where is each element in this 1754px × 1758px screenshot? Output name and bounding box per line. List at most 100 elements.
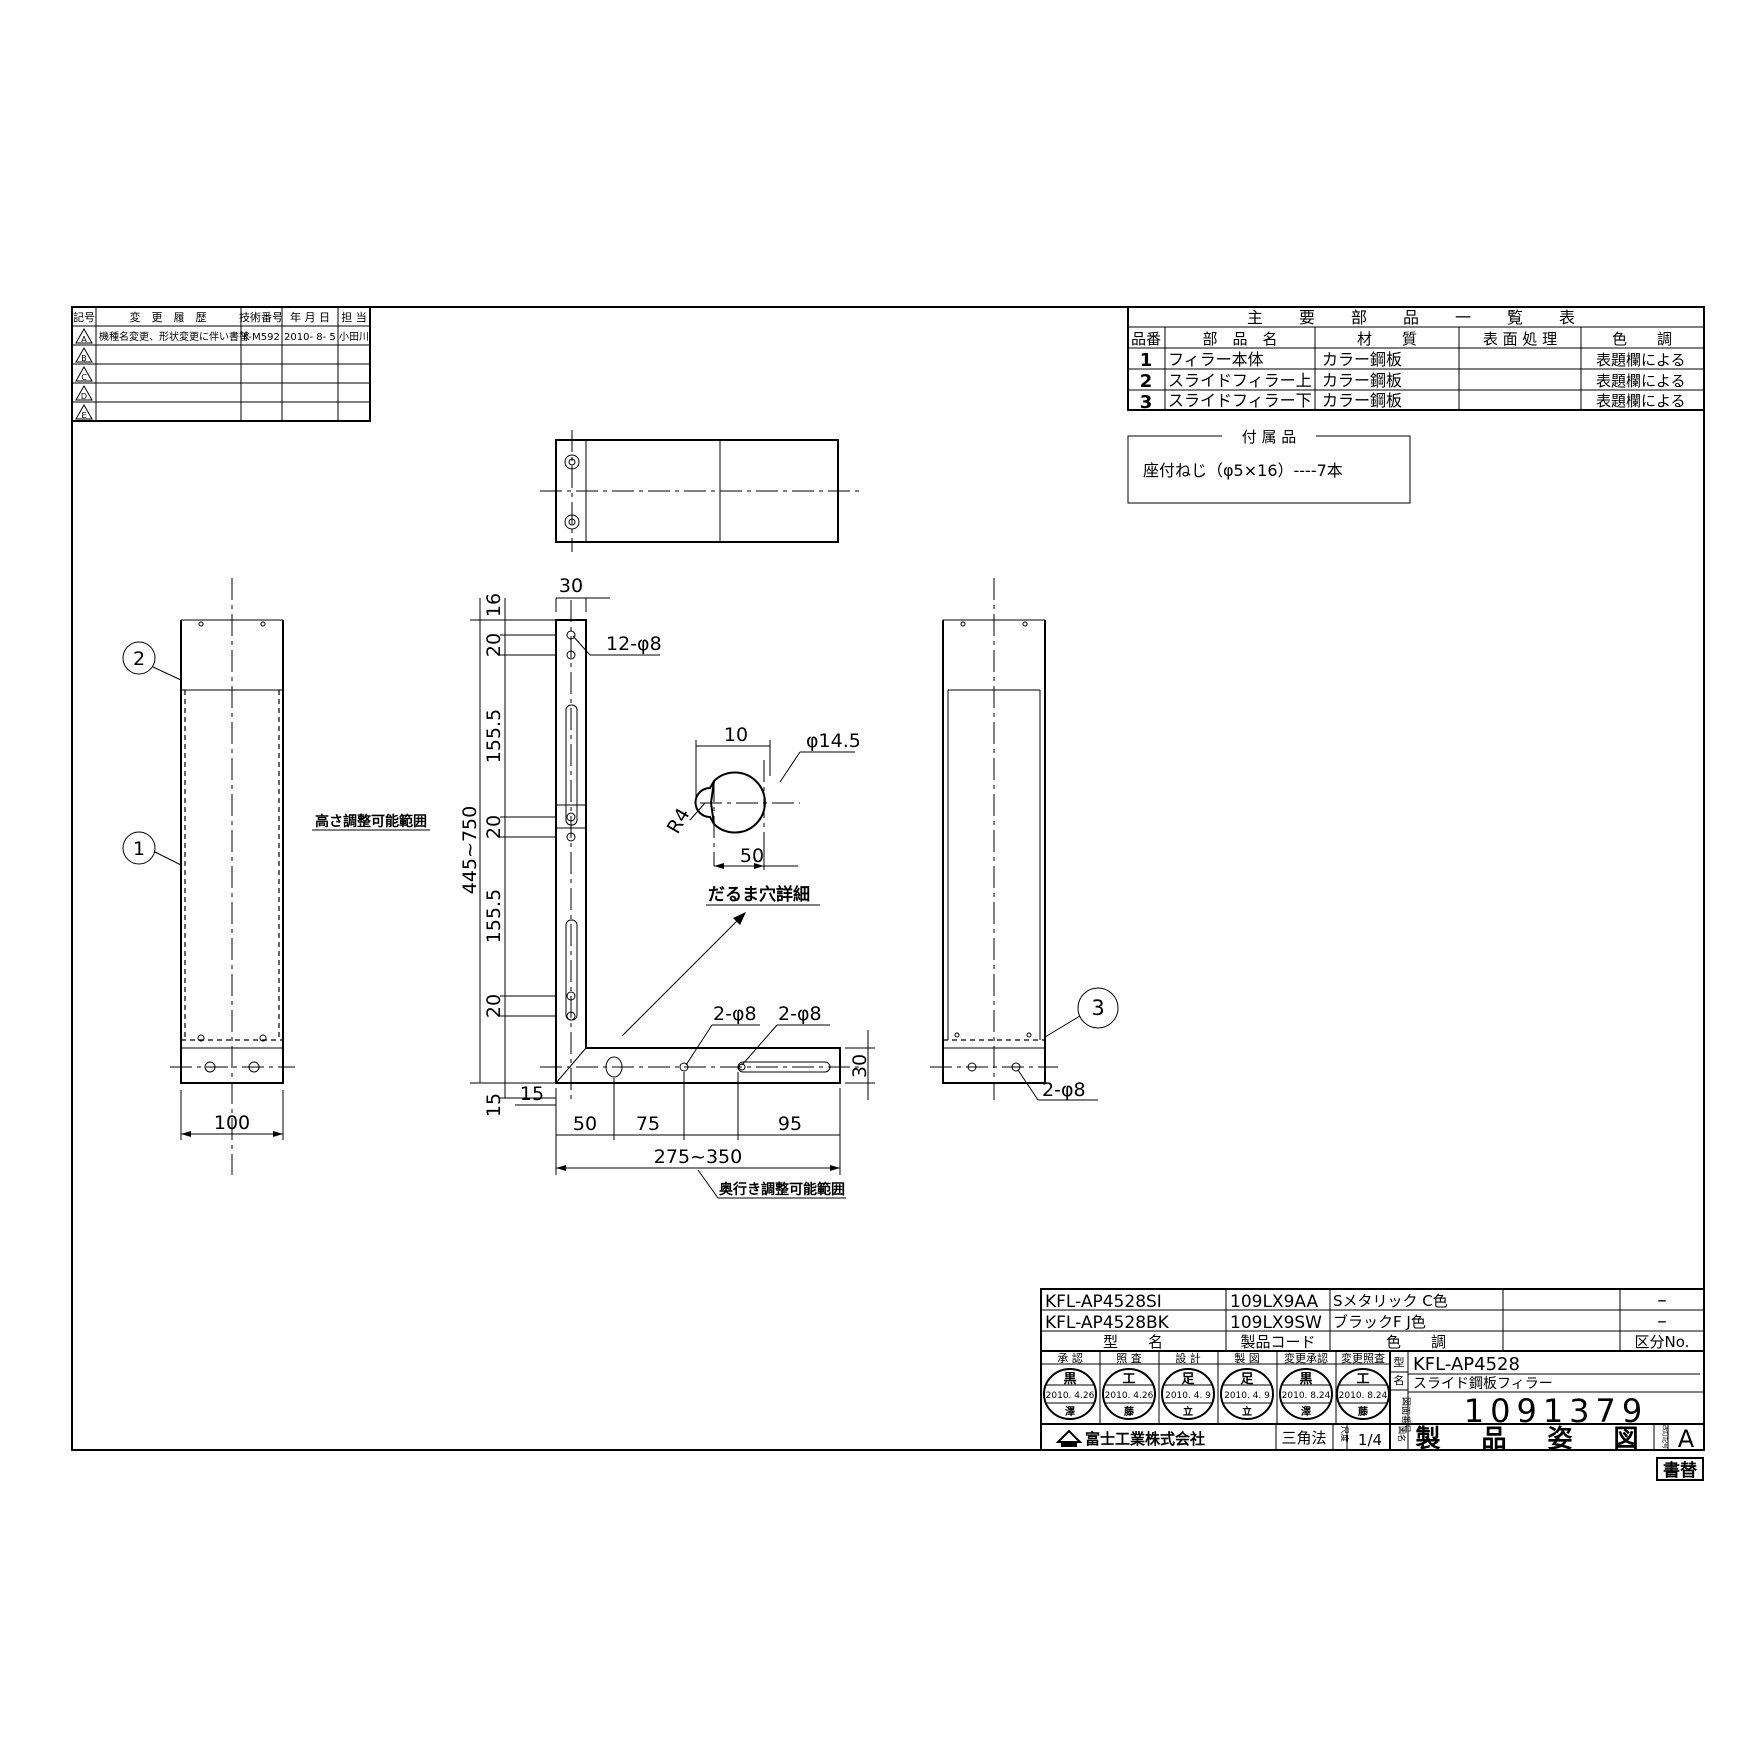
- stamp-1-date: 2010. 4.26: [1046, 1391, 1095, 1401]
- label-drawing-name: 図名: [1397, 1426, 1407, 1442]
- rev-row-4-mark: D: [81, 392, 87, 401]
- stamp-5-name: 黒: [1299, 1371, 1312, 1387]
- stamp-5-date: 2010. 8.24: [1282, 1391, 1331, 1401]
- rev-triangle-marks: [75, 327, 93, 420]
- stamp-1-sub: 澤: [1065, 1405, 1075, 1418]
- parts-header-no: 品番: [1131, 330, 1161, 348]
- side-view: 16 20 155.5 20 155.5 20 15 445~750 30 15…: [459, 575, 875, 1175]
- parts-row-2-color: 表題欄による: [1596, 372, 1686, 390]
- stamp-4-date: 2010. 4. 9: [1224, 1391, 1270, 1401]
- stamp-2-sub: 藤: [1124, 1405, 1135, 1418]
- company-name: 富士工業株式会社: [1085, 1430, 1205, 1448]
- scale-value: 1/4: [1358, 1431, 1382, 1449]
- stamp-6-name: 工: [1356, 1372, 1369, 1387]
- model-1-name: KFL-AP4528SI: [1045, 1292, 1162, 1312]
- balloon-1: 1: [122, 831, 182, 866]
- dim-30-right: 30: [849, 1054, 871, 1078]
- balloon-3-label: 3: [1091, 996, 1104, 1020]
- rev-row-5-mark: E: [81, 411, 86, 420]
- model-2-code: 109LX9SW: [1230, 1313, 1322, 1333]
- balloon-3: 3: [1044, 987, 1119, 1038]
- parts-row-1-color: 表題欄による: [1596, 351, 1686, 369]
- stamp-4: 足 2010. 4. 9 立: [1220, 1368, 1274, 1420]
- parts-header-finish: 表 面 処 理: [1483, 330, 1557, 348]
- dim-keyhole-r4: R4: [663, 805, 695, 838]
- dim-155-a: 155.5: [483, 709, 505, 763]
- dim-30-top: 30: [559, 575, 583, 597]
- dim-95: 95: [778, 1113, 802, 1135]
- model-2-color: ブラックF J色: [1333, 1313, 1426, 1331]
- dim-keyhole-50: 50: [740, 845, 764, 867]
- stamp-3-name: 足: [1181, 1372, 1195, 1387]
- right-view: [930, 578, 1058, 1100]
- balloon-2-label: 2: [133, 648, 145, 670]
- model-header-name: 型 名: [1103, 1333, 1163, 1351]
- rev-row-1-tech-no: K-M592: [243, 332, 280, 343]
- stamp-1: 黒 2010. 4.26 澤: [1043, 1368, 1097, 1420]
- parts-row-1-name: フィラー本体: [1168, 350, 1264, 369]
- dim-15-left: 15: [520, 1083, 544, 1105]
- approval-header-3: 設 計: [1175, 1351, 1201, 1365]
- parts-row-3-no: 3: [1140, 392, 1153, 413]
- parts-row-2-name: スライドフィラー上: [1168, 371, 1312, 390]
- stamp-4-sub: 立: [1242, 1405, 1252, 1418]
- dim-100: 100: [214, 1112, 250, 1134]
- rev-row-1-date: 2010- 8- 5: [284, 332, 336, 343]
- parts-row-3-color: 表題欄による: [1596, 392, 1686, 410]
- parts-table: 主 要 部 品 一 覧 表 品番 部 品 名 材 質 表 面 処 理 色 調 1…: [1127, 306, 1705, 413]
- front-view: 100: [170, 578, 295, 1175]
- model-header-color: 色 調: [1386, 1333, 1446, 1351]
- parts-header-color: 色 調: [1612, 330, 1672, 348]
- model-header-class: 区分No.: [1635, 1333, 1690, 1351]
- rev-row-1-description: 機種名変更、形状変更に伴い書替: [99, 330, 249, 343]
- accessories-box: 付 属 品 座付ねじ（φ5×16）----7本: [1127, 428, 1411, 504]
- dim-155-b: 155.5: [483, 889, 505, 943]
- model-2-name: KFL-AP4528BK: [1045, 1313, 1170, 1333]
- dim-445-750: 445~750: [459, 806, 481, 894]
- stamp-6-sub: 藤: [1358, 1405, 1369, 1418]
- dim-15-bottom: 15: [483, 1093, 505, 1117]
- rev-row-3-mark: C: [81, 373, 87, 382]
- dim-20-b: 20: [483, 815, 505, 839]
- model-1-class: –: [1657, 1289, 1667, 1311]
- parts-row-3-name: スライドフィラー下: [1168, 391, 1312, 410]
- drawing-number: 1091379: [1464, 1392, 1649, 1430]
- height-range-label: 高さ調整可能範囲: [315, 813, 427, 830]
- dim-50: 50: [573, 1113, 597, 1135]
- parts-row-3-material: カラー鋼板: [1322, 391, 1402, 410]
- model-header-code: 製品コード: [1240, 1333, 1315, 1351]
- approval-header-6: 変更照査: [1341, 1351, 1385, 1365]
- callout-holes-2b: 2-φ8: [778, 1003, 822, 1025]
- rev-header-mark: 記号: [73, 310, 95, 324]
- company-logo-icon: [1055, 1429, 1083, 1447]
- dim-20-a: 20: [483, 633, 505, 657]
- rev-header-date: 年 月 日: [290, 310, 330, 324]
- approval-header-2: 照 査: [1116, 1351, 1142, 1365]
- parts-row-2-no: 2: [1140, 371, 1153, 392]
- model-2-class: –: [1657, 1310, 1667, 1332]
- parts-row-2-material: カラー鋼板: [1322, 371, 1402, 390]
- stamp-1-name: 黒: [1063, 1371, 1076, 1387]
- dim-20-c: 20: [483, 994, 505, 1018]
- dim-16: 16: [483, 593, 505, 617]
- label-type: 型: [1394, 1355, 1405, 1369]
- approval-header-5: 変更承認: [1284, 1351, 1328, 1365]
- rev-row-1-person: 小田川: [339, 331, 369, 343]
- rev-row-1-mark: A: [81, 335, 87, 344]
- approval-header-4: 製 図: [1234, 1351, 1260, 1365]
- accessories-title: 付 属 品: [1242, 428, 1297, 446]
- stamp-3-sub: 立: [1183, 1405, 1193, 1418]
- revision-letter: A: [1678, 1425, 1695, 1453]
- revision-table: 記号 変 更 履 歴 技術番号 年 月 日 担 当 A B C D E 機種名変…: [71, 306, 371, 422]
- parts-table-title: 主 要 部 品 一 覧 表: [1247, 308, 1585, 327]
- title-block: KFL-AP4528SI 109LX9AA Sメタリック C色 – KFL-AP…: [1040, 1288, 1705, 1453]
- stamp-3: 足 2010. 4. 9 立: [1161, 1368, 1215, 1420]
- parts-row-1-material: カラー鋼板: [1322, 350, 1402, 369]
- accessories-item: 座付ねじ（φ5×16）----7本: [1143, 461, 1343, 480]
- rev-header-person: 担 当: [341, 310, 367, 324]
- scale-label: 尺度: [1340, 1426, 1350, 1442]
- dim-75: 75: [636, 1113, 660, 1135]
- parts-header-name: 部 品 名: [1202, 330, 1277, 348]
- dim-keyhole-10: 10: [724, 724, 748, 746]
